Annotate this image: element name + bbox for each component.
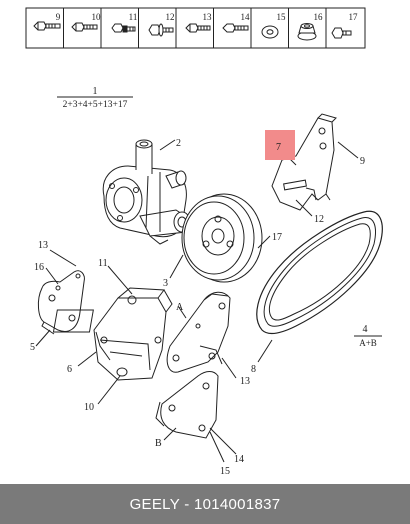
leader-14 [209,427,237,455]
part-12-washer-bolt [148,23,174,37]
part-10-bolt [71,22,98,32]
leader-3 [169,254,184,279]
callout-2: 2 [176,138,181,149]
strip-label-17: 17 [349,12,359,22]
bracket-b [155,371,219,439]
diagram-canvas: 9 10 11 12 13 14 15 16 17 1 2+3+4+5+13+1… [25,7,383,477]
strip-label-16: 16 [314,12,324,22]
part-15-washer [261,25,279,39]
callout-11: 11 [98,258,108,269]
callout-4: 4 [363,324,368,335]
leader-13b [221,357,237,379]
part-11-flange-bolt [111,23,136,33]
drive-belt [256,210,383,335]
leader-11 [107,265,133,295]
leader-2 [159,139,176,151]
leader-15 [209,431,225,463]
leader-6 [77,351,97,367]
parts-strip-frame [25,7,366,49]
mounting-block [52,287,173,381]
callout-15: 15 [220,466,230,477]
leader-17 [257,235,271,249]
callout-12: 12 [314,214,324,225]
bracket-a [166,291,231,373]
leader-12 [295,199,313,217]
pulley [181,193,263,283]
parts-diagram: 9 10 11 12 13 14 15 16 17 1 2+3+4+5+13+1… [25,7,383,477]
strip-label-10: 10 [92,12,102,22]
strip-label-9: 9 [56,12,61,22]
power-steering-pump [102,139,191,245]
part-14-long-bolt [222,23,249,33]
callout-B: B [155,438,162,449]
callout-3: 3 [163,278,168,289]
callout-10: 10 [84,402,94,413]
left-plate [37,270,85,335]
strip-label-14: 14 [241,12,251,22]
callout-14: 14 [234,454,244,465]
callout-16: 16 [34,262,44,273]
footer-text: GEELY - 1014001837 [129,495,281,513]
leader-5 [35,329,51,347]
part-13-bolt [185,23,211,33]
callout-6: 6 [67,364,72,375]
highlight-box [265,130,295,160]
part-16-flange-nut [297,23,317,41]
callout-17: 17 [272,232,282,243]
callout-8: 8 [251,364,256,375]
legend-4-text: A+B [359,338,377,348]
part-9-bolt [33,21,61,31]
leader-A [177,305,187,319]
leader-13a [49,249,77,267]
callout-7: 7 [276,142,281,153]
callout-13-lower: 13 [240,376,250,387]
part-number-footer: GEELY - 1014001837 [0,484,410,524]
strip-label-15: 15 [277,12,287,22]
leader-9 [337,141,359,159]
leader-B [163,427,177,441]
leader-16 [45,267,59,285]
upper-bracket [271,113,337,211]
assembly-number: 1 [93,86,98,97]
parts-strip [25,7,366,49]
callout-5: 5 [30,342,35,353]
callout-A: A [176,302,184,313]
assembly-formula: 2+3+4+5+13+17 [63,100,128,110]
callout-9: 9 [360,156,365,167]
strip-label-11: 11 [129,12,138,22]
callout-13-upper: 13 [38,240,48,251]
strip-label-12: 12 [166,12,175,22]
part-17-stud [331,27,352,39]
leader-8 [257,339,273,363]
strip-label-13: 13 [203,12,213,22]
leader-10 [97,375,121,405]
